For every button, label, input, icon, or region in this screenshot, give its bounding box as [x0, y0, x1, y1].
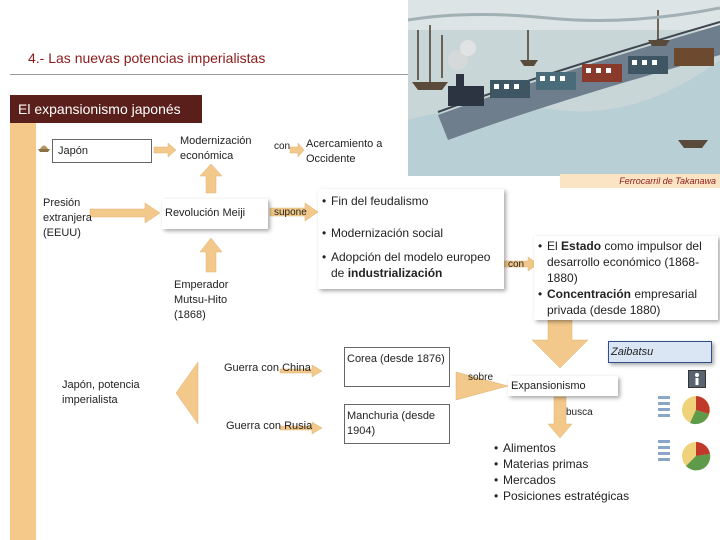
node-presion: Presión extranjera (EEUU) [43, 197, 92, 239]
estado-panel: El Estado como impulsor del desarrollo e… [534, 236, 718, 320]
node-revolucion-label: Revolución Meiji [165, 207, 246, 219]
node-acercamiento: Acercamiento a Occidente [306, 138, 383, 165]
arrow-china [279, 364, 323, 378]
node-guerra-rusia: Guerra con Rusia [226, 420, 313, 432]
goals-list: Alimentos Materias primas Mercados Posic… [494, 440, 694, 504]
pie-thumbnail-1 [658, 396, 710, 425]
arrow-con-to-acercamiento [289, 142, 305, 158]
consequence-fin-feudalismo: Fin del feudalismo [322, 193, 500, 209]
goal-item: Materias primas [494, 456, 694, 472]
consequence-modernizacion-social: Modernización social [322, 225, 500, 241]
estado-impulsor: El Estado como impulsor del desarrollo e… [538, 238, 714, 286]
node-japon-potencia: Japón, potencia imperialista [62, 379, 140, 406]
consequences-panel: Fin del feudalismo Modernización social … [318, 189, 504, 289]
arrow-presion-to-revolucion [89, 202, 161, 224]
node-japon: Japón [52, 139, 152, 163]
consequences-list: Fin del feudalismo Modernización social … [318, 189, 504, 281]
node-modernizacion: Modernización económica [180, 135, 252, 162]
estado-list: El Estado como impulsor del desarrollo e… [534, 236, 718, 318]
arrow-estado-to-expansionismo [531, 319, 589, 369]
illustration-caption: Ferrocarril de Takanawa [560, 174, 720, 188]
title-divider [10, 74, 408, 75]
hat-icon [38, 145, 50, 152]
node-corea: Corea (desde 1876) [344, 347, 450, 387]
pie-thumbnail-2 [658, 440, 711, 471]
node-zaibatsu: Zaibatsu [608, 341, 712, 363]
node-manchuria: Manchuria (desde 1904) [344, 404, 450, 444]
goal-item: Posiciones estratégicas [494, 488, 694, 504]
takanawa-railway-illustration [408, 0, 720, 176]
connector-sobre: sobre [468, 372, 494, 383]
arrow-supone-to-consequences [269, 202, 319, 222]
connector-con-2: con [508, 259, 525, 270]
estado-concentracion: Concentración empresarial privada (desde… [538, 286, 714, 318]
arrow-territories-to-expansionismo [455, 371, 509, 401]
arrow-expansionismo-to-goals [547, 396, 573, 439]
node-expansionismo-label: Expansionismo [511, 380, 586, 392]
arrow-rusia [279, 421, 323, 435]
goal-item: Mercados [494, 472, 694, 488]
info-glyph-icon [695, 373, 699, 385]
node-emperador: Emperador Mutsu-Hito (1868) [174, 279, 229, 321]
consequence-industrializacion: Adopción del modelo europeo de industria… [322, 249, 500, 281]
goal-item: Alimentos [494, 440, 694, 456]
info-icon[interactable] [688, 370, 706, 388]
connector-con-1: con [274, 141, 291, 152]
arrow-emperador-to-revolucion [199, 237, 223, 273]
connector-supone: supone [274, 207, 307, 218]
arrow-con-estado [499, 256, 539, 272]
node-expansionismo: Expansionismo [508, 376, 618, 396]
node-zaibatsu-label: Zaibatsu [611, 346, 654, 358]
node-revolucion-meiji: Revolución Meiji [162, 199, 268, 229]
slide-title: 4.- Las nuevas potencias imperialistas [28, 50, 266, 66]
arrow-japon-to-modernizacion [153, 142, 177, 158]
node-manchuria-label: Manchuria (desde 1904) [347, 410, 436, 437]
connector-busca: busca [566, 407, 593, 418]
section-header: El expansionismo japonés [10, 95, 202, 123]
node-japon-label: Japón [58, 145, 88, 157]
pie-thumbnails [658, 396, 711, 471]
node-corea-label: Corea (desde 1876) [347, 353, 445, 365]
arrow-wars-to-potencia [175, 361, 199, 425]
left-accent-bar [10, 122, 36, 540]
node-guerra-china: Guerra con China [224, 362, 311, 374]
arrow-revolucion-to-modernizacion [199, 163, 223, 194]
